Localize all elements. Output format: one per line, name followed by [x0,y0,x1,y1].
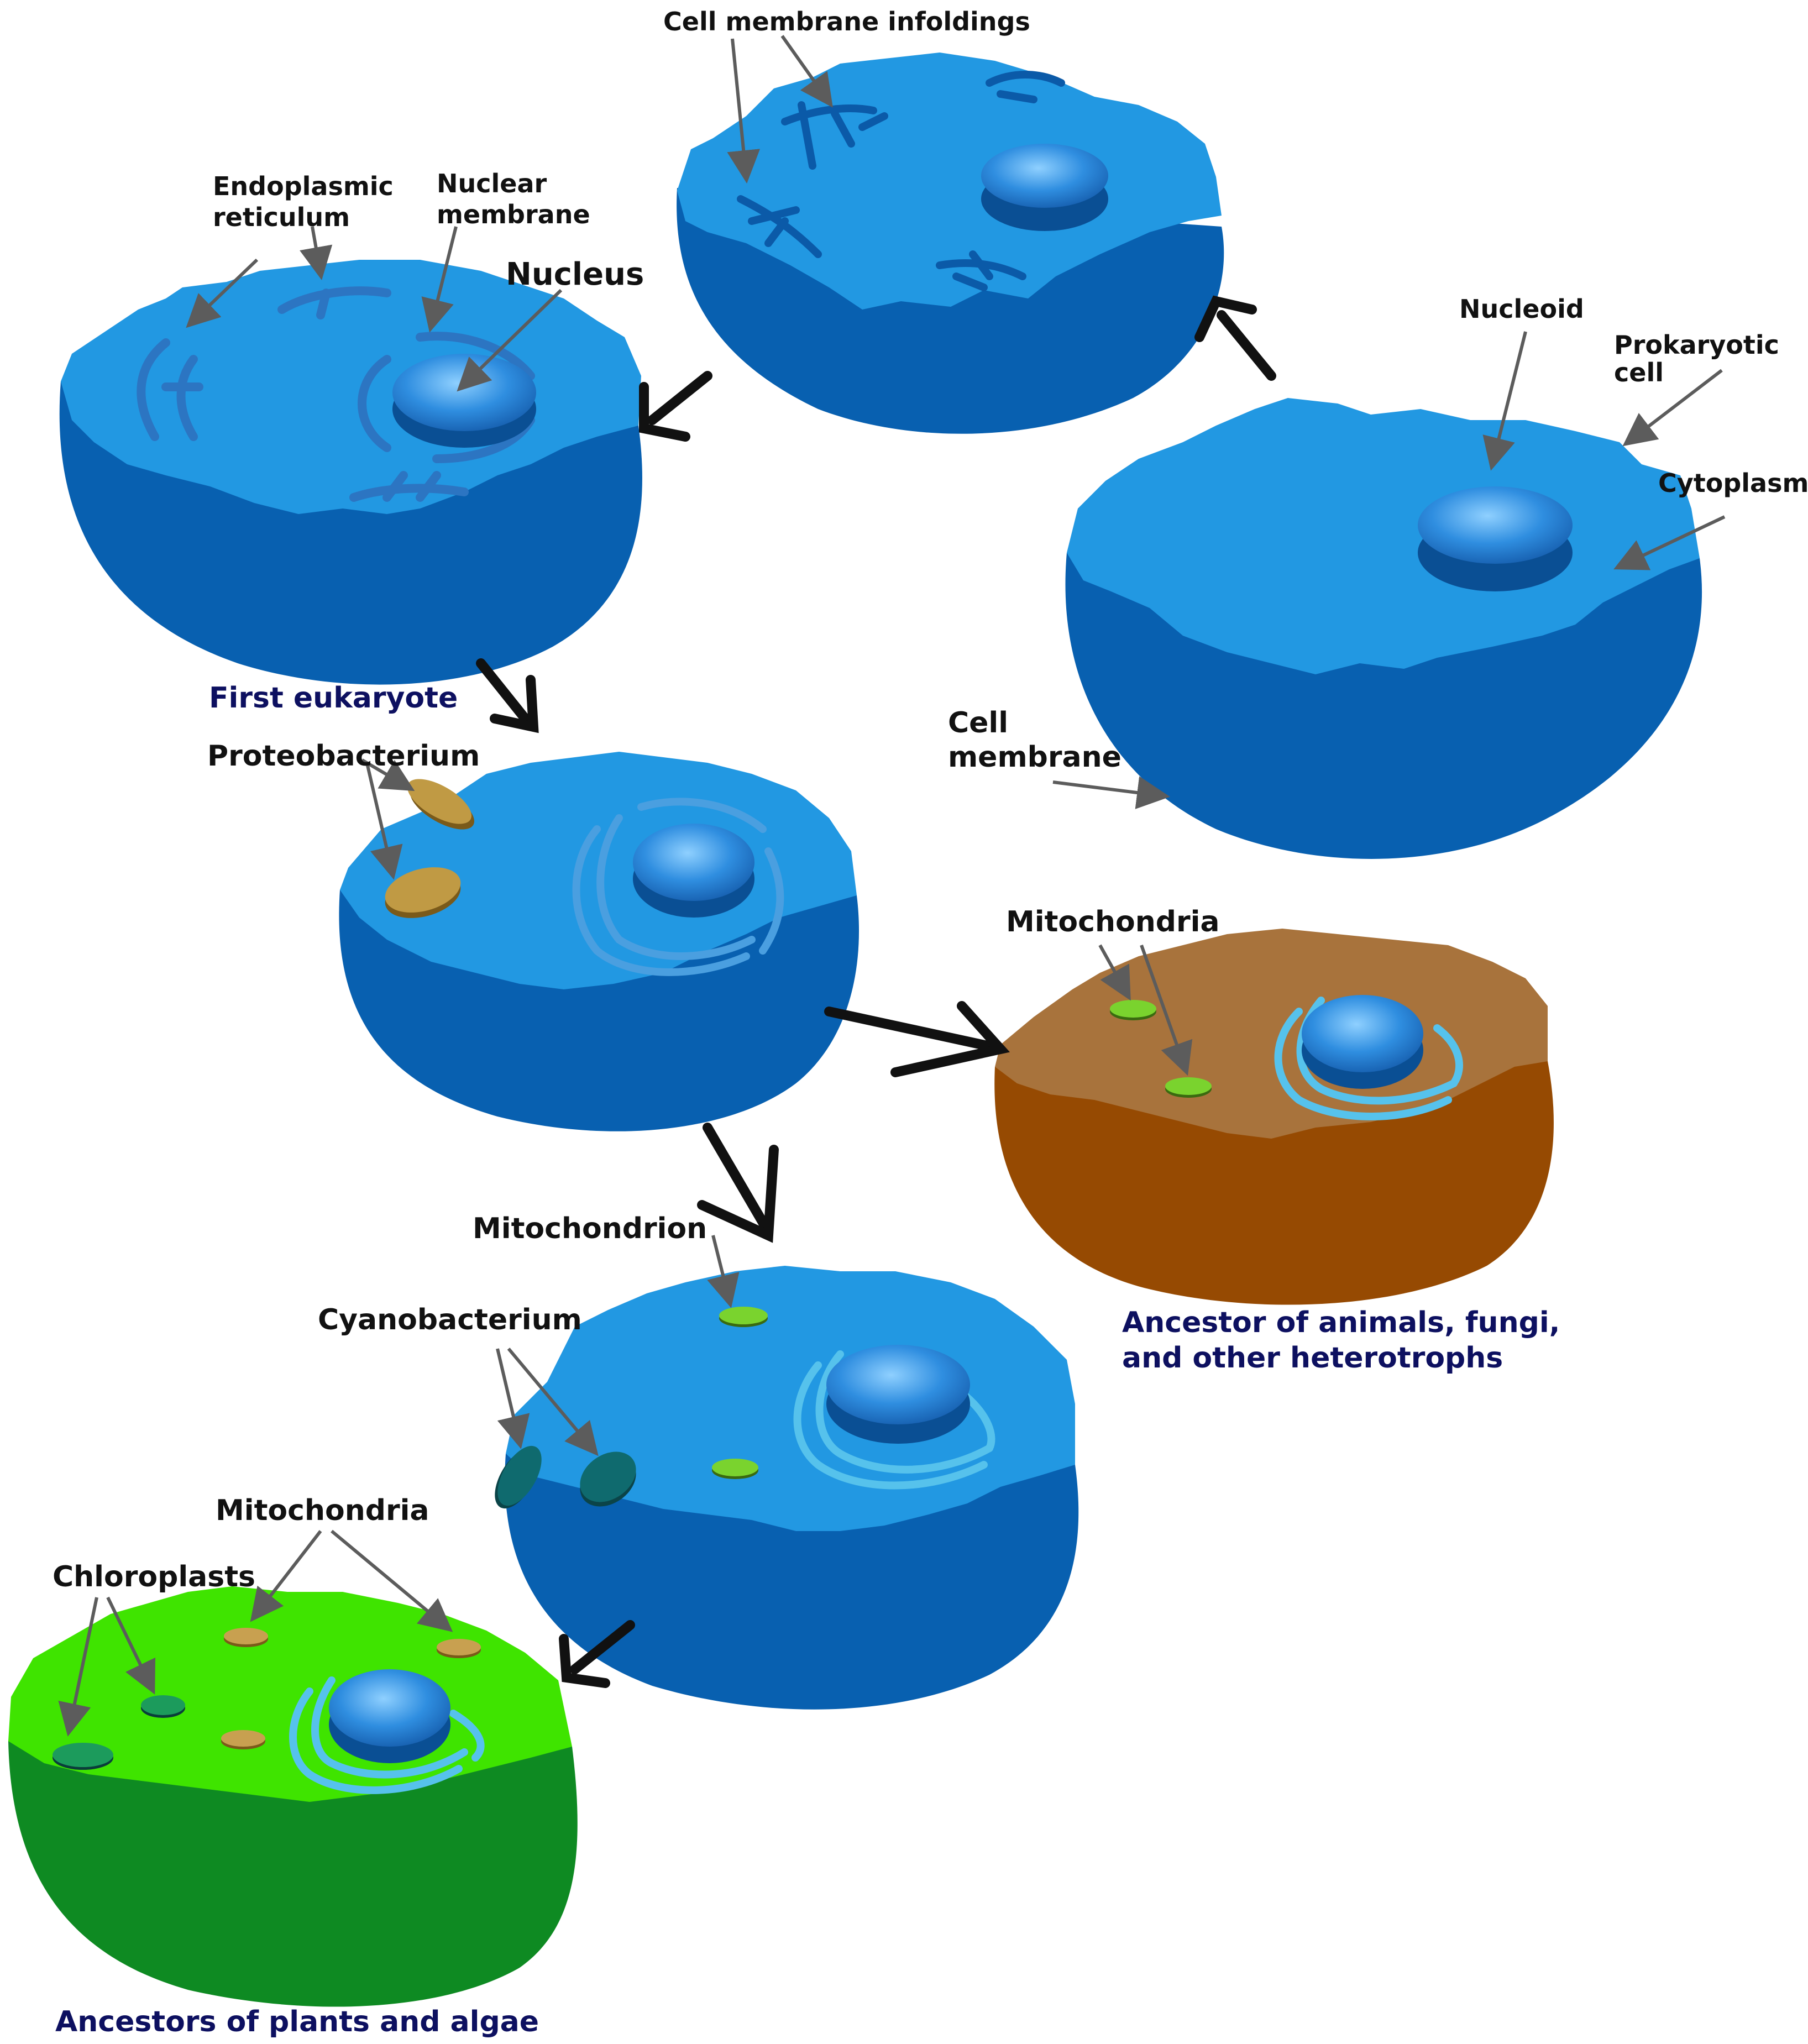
pointer-proteobacterium-2 [366,765,403,880]
pointer-cyanobacterium-1 [496,1348,530,1449]
arrow-proteobacterium-to-cyanobacterium [697,1123,779,1243]
nucleus-disc [826,1345,970,1424]
mitochondria-shapes [712,1307,768,1479]
arrow-prokaryote-to-infoldings [1194,295,1276,381]
nucleus-disc [1302,995,1423,1072]
label-mitochondria-green: Mitochondria [216,1494,429,1527]
nucleus-disc [392,354,536,431]
membrane-infolding-shapes [737,71,1065,291]
pointer-chloroplasts-1 [58,1597,98,1737]
cyanobacterium-shapes [495,1445,636,1509]
arrow-cyanobacterium-to-plant [559,1620,635,1688]
nucleoid-disc [981,144,1108,208]
cell-heterotroph-ancestor [994,929,1554,1305]
pointer-infoldings-1 [727,38,761,184]
cell-plant-ancestor [8,1586,578,2007]
pointer-chloroplasts-2 [106,1596,156,1695]
pointer-nucleoid [1482,331,1527,471]
caption-first-eukaryote: First eukaryote [209,682,458,715]
arrow-infoldings-to-first-eukaryote [639,371,712,442]
arrow-first-eukaryote-to-proteobacterium [476,658,539,733]
pointer-er-2 [300,226,333,280]
mitochondria-shapes [221,1628,481,1749]
pointer-er-1 [186,258,259,328]
label-prokaryotic-cell: Prokaryotic cell [1614,330,1788,387]
caption-plants-algae: Ancestors of plants and algae [55,2005,539,2038]
pointer-mitochondria-brown-1 [1098,944,1131,1001]
er-strands-bright [793,1350,995,1490]
chloroplast-shapes [53,1695,185,1770]
cell-body-top [1067,398,1700,674]
flow-arrows [476,295,1276,1688]
pointer-nucleus [457,289,563,392]
er-strands [137,286,469,502]
label-chloroplasts: Chloroplasts [53,1560,255,1594]
cell-infoldings [677,53,1224,434]
captions: First eukaryote Ancestor of animals, fun… [55,682,1570,2038]
pointer-infoldings-2 [780,35,833,108]
mitochondria-shapes [1110,1000,1212,1098]
er-strands-light [572,798,784,976]
er-strands-bright [289,1676,485,1794]
label-proteobacterium: Proteobacterium [207,740,480,773]
label-nuclear-membrane: Nuclear membrane [437,169,590,229]
caption-heterotrophs: Ancestor of animals, fungi, and other he… [1122,1306,1570,1375]
label-mitochondria-brown: Mitochondria [1006,905,1220,939]
label-cyanobacterium: Cyanobacterium [318,1303,582,1337]
labels: Cell membrane infoldings Endoplasmic ret… [53,7,1808,1594]
pointer-lines [58,35,1726,1737]
pointer-cyanobacterium-2 [507,1348,599,1456]
cell-body-top [995,929,1548,1139]
proteobacterium-shapes [385,779,475,918]
nucleoid-disc [1418,486,1573,564]
label-cell-membrane: Cell membrane [948,706,1122,774]
pointer-mitochondrion [707,1235,740,1308]
label-nucleus: Nucleus [506,256,644,292]
pointer-cell-membrane [1052,776,1170,809]
cell-cyanobacterium [495,1266,1079,1710]
pointer-mitochondria-green-2 [331,1529,453,1632]
pointer-nuclear-membrane [421,226,458,333]
label-endoplasmic-reticulum: Endoplasmic reticulum [213,171,402,232]
label-mitochondrion: Mitochondrion [473,1212,707,1245]
cell-body-side [505,1454,1079,1710]
pointer-proteobacterium-1 [361,758,415,792]
cell-body-side [8,1741,578,2007]
cell-body-side [994,1061,1554,1305]
pointer-mitochondria-brown-2 [1140,944,1193,1076]
pointer-prokaryotic-cell [1622,369,1723,447]
pointer-cytoplasm [1613,515,1726,570]
label-cytoplasm: Cytoplasm [1658,468,1808,498]
cell-proteobacterium [339,752,860,1131]
label-cell-membrane-infoldings: Cell membrane infoldings [663,7,1030,36]
pointer-mitochondria-green-1 [250,1530,322,1622]
arrow-proteobacterium-to-heterotroph [824,1001,1010,1077]
cell-prokaryote [1065,398,1702,859]
nucleus-disc [633,824,754,901]
nucleus-disc [329,1669,450,1747]
label-nucleoid: Nucleoid [1459,294,1584,324]
cell-first-eukaryote [59,260,642,685]
